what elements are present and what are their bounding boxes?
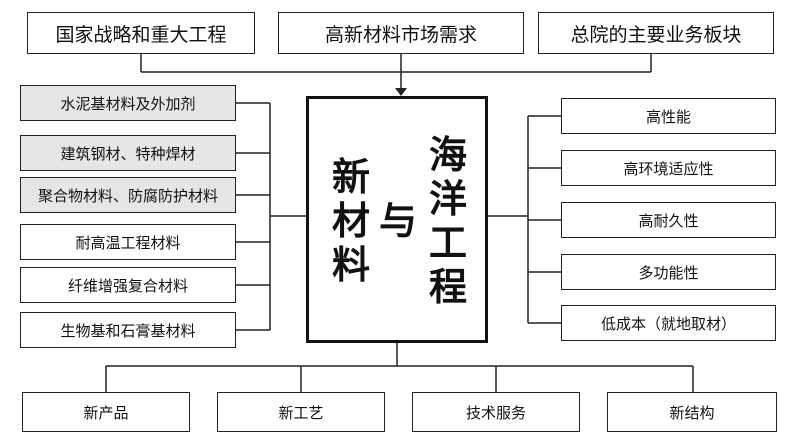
- bottom-box-technical-service: 技术服务: [412, 392, 580, 432]
- right-box-multifunctionality: 多功能性: [561, 254, 776, 290]
- right-box-high-performance: 高性能: [561, 98, 776, 134]
- center-text-ocean-engineering: 海洋工程: [428, 133, 467, 309]
- bottom-box-new-process: 新工艺: [217, 392, 385, 432]
- right-box-low-cost: 低成本（就地取材）: [561, 305, 776, 341]
- bottom-box-new-structure: 新结构: [607, 392, 777, 432]
- center-box: 新材料 与 海洋工程: [306, 96, 488, 343]
- left-box-cement-materials: 水泥基材料及外加剂: [20, 85, 236, 121]
- center-text-and: 与: [378, 199, 417, 243]
- top-box-market-demand: 高新材料市场需求: [278, 12, 524, 54]
- left-box-fiber-composite: 纤维增强复合材料: [20, 267, 236, 303]
- bottom-box-new-product: 新产品: [22, 392, 190, 432]
- left-box-heat-resistant: 耐高温工程材料: [20, 224, 236, 260]
- top-box-main-business: 总院的主要业务板块: [538, 12, 774, 54]
- right-box-environment-adaptability: 高环境适应性: [561, 150, 776, 186]
- center-text-new-materials: 新材料: [331, 155, 370, 287]
- left-box-steel-welding: 建筑钢材、特种焊材: [20, 135, 236, 171]
- top-box-national-strategy: 国家战略和重大工程: [27, 12, 255, 54]
- left-box-bio-gypsum: 生物基和石膏基材料: [20, 312, 236, 348]
- right-box-high-durability: 高耐久性: [561, 202, 776, 238]
- left-box-polymer-anticorrosion: 聚合物材料、防腐防护材料: [20, 177, 236, 213]
